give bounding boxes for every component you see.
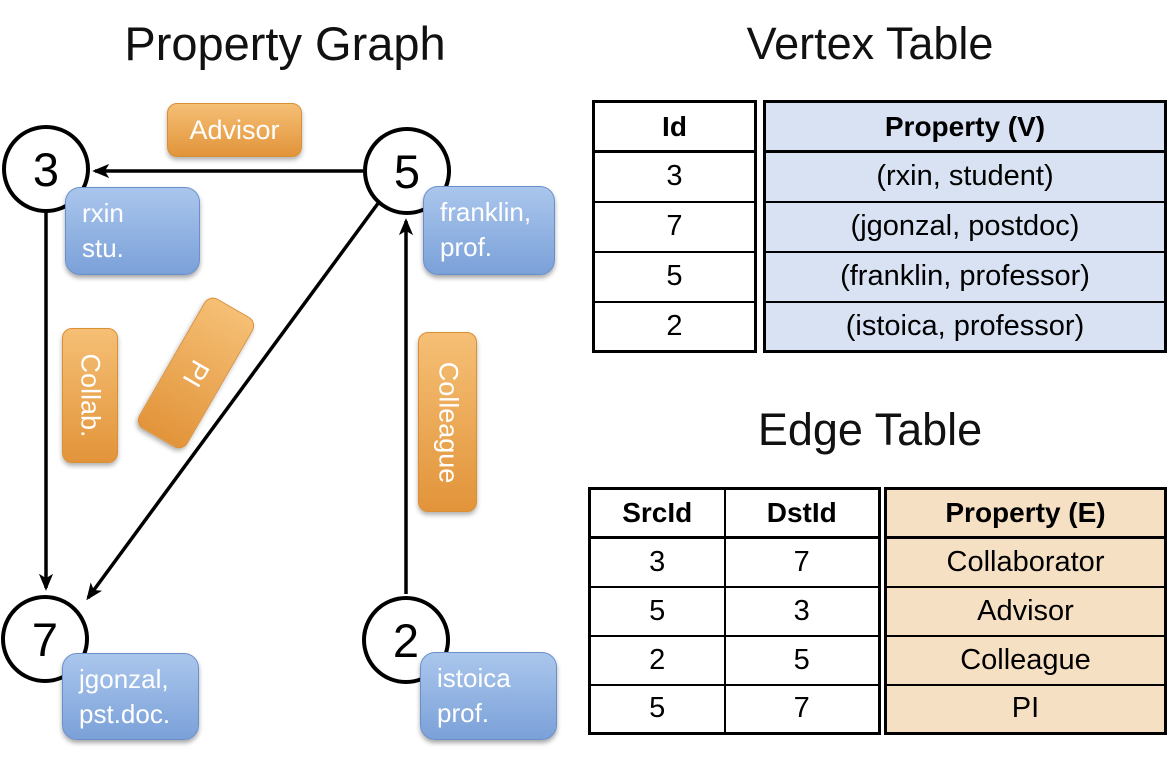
node-property-line: istoica	[437, 663, 511, 693]
vertex-property-column-cell: (istoica, professor)	[763, 300, 1167, 353]
vertex-property-column-row: (istoica, professor)	[763, 300, 1167, 353]
vertex-property-column-cell: (rxin, student)	[763, 150, 1167, 203]
edge-property-column-row: Colleague	[884, 634, 1167, 686]
edge-property-column-cell: Colleague	[884, 634, 1167, 686]
node-property-box-2: istoica prof.	[420, 652, 557, 740]
edge-property-column-cell: PI	[884, 683, 1167, 735]
vertex-property-column: Property (V)(rxin, student)(jgonzal, pos…	[763, 100, 1167, 353]
vertex-property-column-row: (jgonzal, postdoc)	[763, 200, 1167, 253]
edge-property-column-header-cell: Property (E)	[884, 487, 1167, 539]
edge-property-column-header-row: Property (E)	[884, 487, 1167, 539]
edge-id-columns-cell: 3	[723, 585, 881, 637]
vertex-property-column-header-cell: Property (V)	[763, 100, 1167, 153]
node-property-box-7: jgonzal, pst.doc.	[62, 653, 199, 740]
edge-id-columns-cell: 7	[723, 536, 881, 588]
edge-id-columns-cell: 7	[723, 683, 881, 735]
vertex-id-column-header-cell: Id	[592, 100, 757, 153]
node-property-line: jgonzal,	[79, 664, 169, 694]
graph-edge-5-7	[86, 200, 381, 601]
edge-id-columns-header-cell: DstId	[723, 487, 881, 539]
node-property-line: rxin	[82, 198, 124, 228]
vertex-property-column-row: (rxin, student)	[763, 150, 1167, 203]
edge-property-column-row: Advisor	[884, 585, 1167, 637]
node-property-line: franklin,	[440, 197, 532, 227]
property-graph-title: Property Graph	[124, 17, 446, 70]
edge-label-advisor: Advisor	[167, 103, 302, 157]
vertex-id-column-cell: 3	[592, 150, 757, 203]
node-property-line: pst.doc.	[79, 699, 171, 730]
vertex-id-column-row: 5	[592, 250, 757, 303]
node-property-line: stu.	[82, 233, 124, 264]
vertex-property-column-cell: (franklin, professor)	[763, 250, 1167, 303]
edge-label-collab: Collab.	[62, 328, 118, 463]
edge-property-column-cell: Advisor	[884, 585, 1167, 637]
vertex-property-column-cell: (jgonzal, postdoc)	[763, 200, 1167, 253]
edge-id-columns-header-cell: SrcId	[588, 487, 726, 539]
vertex-id-column-row: 7	[592, 200, 757, 253]
graph-node-3: 3	[2, 125, 90, 213]
edge-id-columns-cell: 2	[588, 634, 726, 686]
edge-label-text: Collab.	[75, 353, 106, 438]
vertex-property-column-header-row: Property (V)	[763, 100, 1167, 153]
edge-id-columns-cell: 3	[588, 536, 726, 588]
vertex-id-column-cell: 2	[592, 300, 757, 353]
node-property-line: prof.	[440, 232, 493, 263]
edge-property-column-row: Collaborator	[884, 536, 1167, 588]
edge-label-text: Advisor	[189, 114, 280, 145]
vertex-id-column-cell: 7	[592, 200, 757, 253]
edge-property-column-cell: Collaborator	[884, 536, 1167, 588]
node-property-box-5: franklin, prof.	[423, 186, 555, 275]
edge-label-colleague: Colleague	[418, 332, 477, 512]
edge-id-columns-cell: 5	[723, 634, 881, 686]
edge-id-columns-cell: 5	[588, 683, 726, 735]
vertex-id-column-row: 2	[592, 300, 757, 353]
vertex-property-column-row: (franklin, professor)	[763, 250, 1167, 303]
vertex-table-title: Vertex Table	[746, 18, 994, 69]
node-property-line: prof.	[437, 698, 490, 729]
vertex-id-column-row: 3	[592, 150, 757, 203]
edge-table-title: Edge Table	[757, 404, 983, 455]
vertex-id-column-header-row: Id	[592, 100, 757, 153]
node-property-box-3: rxin stu.	[65, 187, 200, 275]
graph-edges-layer	[38, 163, 414, 601]
edge-id-columns-cell: 5	[588, 585, 726, 637]
edge-label-text: Colleague	[433, 361, 463, 483]
edge-property-column-row: PI	[884, 683, 1167, 735]
edge-label-text: PI	[177, 354, 216, 392]
vertex-id-column-cell: 5	[592, 250, 757, 303]
